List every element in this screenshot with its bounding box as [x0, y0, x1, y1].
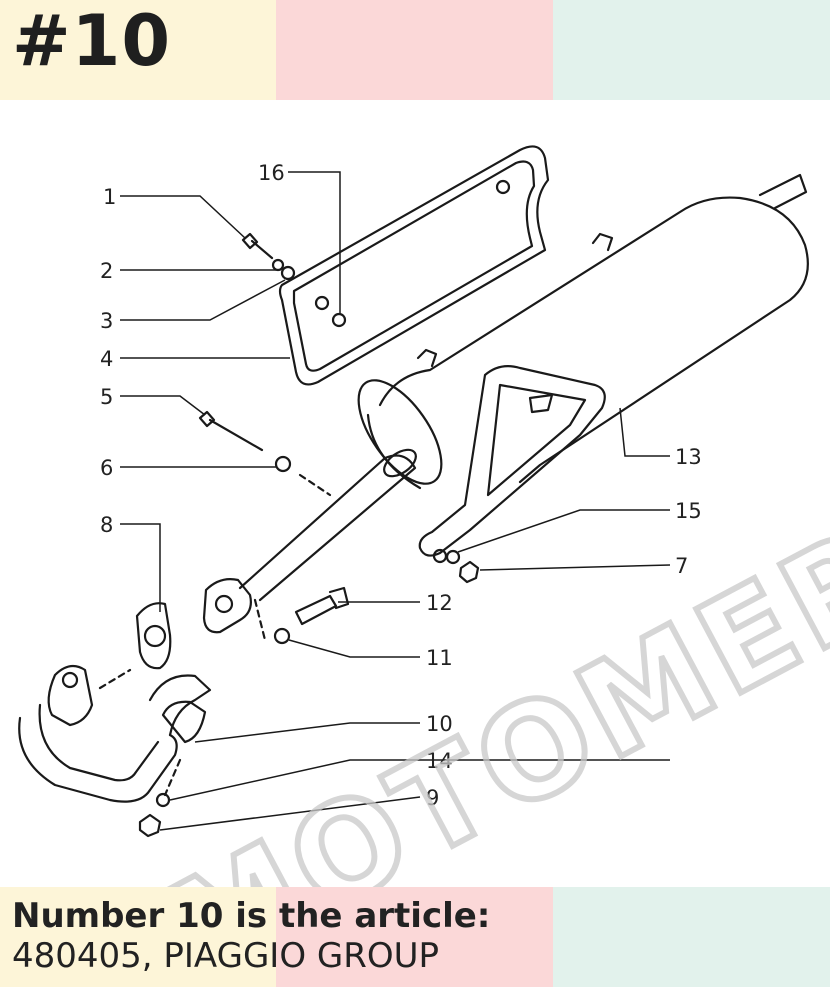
- header-band-mint: [553, 0, 830, 100]
- fasteners: [98, 232, 480, 838]
- article-caption-heading: Number 10 is the article:: [12, 896, 491, 936]
- bolt-12-head: [328, 586, 350, 610]
- bolt-1-shank: [250, 239, 274, 260]
- bolt-5: [198, 410, 216, 428]
- footer-band-yellow: [0, 887, 276, 987]
- nut-7: [458, 560, 480, 584]
- callout-15: 15: [675, 499, 702, 523]
- callout-7: 7: [675, 554, 688, 578]
- muffler: [357, 173, 809, 557]
- footer-band-pink: [276, 887, 553, 987]
- callout-4: 4: [100, 347, 113, 371]
- exhaust-exploded-diagram: 1 2 3 4 5 6 7 8 9 10 11 12 13 14 15 16 M…: [18, 145, 830, 887]
- callout-11: 11: [426, 646, 453, 670]
- callout-10: 10: [426, 712, 453, 736]
- callout-9: 9: [426, 786, 439, 810]
- nut-15: [445, 549, 461, 565]
- callout-5: 5: [100, 385, 113, 409]
- callout-3: 3: [100, 309, 113, 333]
- callout-13: 13: [675, 445, 702, 469]
- nut-6: [274, 455, 292, 473]
- callout-8: 8: [100, 513, 113, 537]
- exhaust-pipe: [202, 448, 417, 634]
- washer-14: [155, 792, 171, 808]
- callout-16: 16: [258, 161, 285, 185]
- bolt-12: [294, 594, 338, 626]
- article-number: 480405, PIAGGIO GROUP: [12, 936, 440, 976]
- washer-2: [271, 258, 285, 272]
- nut-11: [273, 627, 291, 645]
- callout-12: 12: [426, 591, 453, 615]
- callout-2: 2: [100, 259, 113, 283]
- callout-14: 14: [426, 749, 453, 773]
- header-band: [0, 0, 830, 100]
- footer-band: [0, 887, 830, 987]
- watermark: MOTOMERCIA: [145, 374, 830, 887]
- header-band-pink: [276, 0, 553, 100]
- callout-1: 1: [103, 185, 116, 209]
- heat-shield: [278, 145, 550, 386]
- nut-3: [280, 265, 296, 281]
- nut-9: [138, 813, 162, 838]
- gasket: [135, 602, 172, 670]
- callout-labels: 1 2 3 4 5 6 7 8 9 10 11 12 13 14 15 16: [100, 161, 702, 810]
- header-band-yellow: [0, 0, 276, 100]
- bolt-1: [241, 232, 259, 250]
- callout-leaders: [120, 171, 671, 831]
- bolt-5-shank: [208, 418, 264, 452]
- bend-pipe: [18, 664, 212, 803]
- page-title: #10: [12, 0, 172, 82]
- footer-band-mint: [553, 887, 830, 987]
- callout-6: 6: [100, 456, 113, 480]
